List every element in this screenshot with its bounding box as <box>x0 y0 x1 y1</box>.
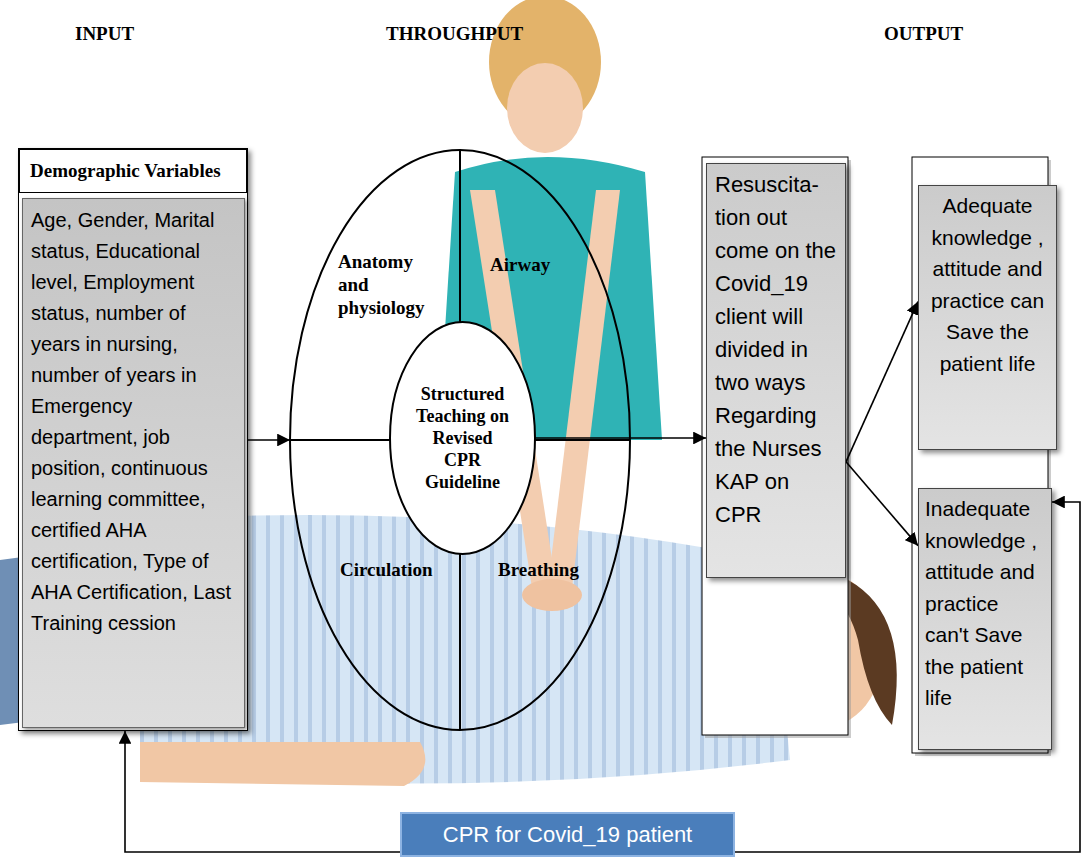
throughput-ellipse: Anatomy and physiology AirwayCirculation B… <box>290 150 630 730</box>
process-box: Resuscita- tion out come on the Covid_19… <box>706 163 846 578</box>
variable-list: Age, Gender, Marital status, Educational… <box>22 198 245 728</box>
box-text: Adequate knowledge , attitude and practi… <box>925 190 1050 379</box>
column-heading: INPUT <box>75 22 134 45</box>
box-text: Resuscita- tion out come on the Covid_19… <box>715 168 837 531</box>
column-heading: THROUGHPUT <box>386 22 523 45</box>
output-box: Inadequate knowledge , attitude and prac… <box>918 488 1052 750</box>
quadrant-label: Breathing <box>498 558 602 581</box>
column-heading: OUTPUT <box>884 22 963 45</box>
ellipse-shape <box>290 150 630 730</box>
rescuer-arm <box>548 190 620 588</box>
teaching-ellipse: Structured Teaching on Revised CPR Guide… <box>390 322 535 554</box>
outcome-frame <box>702 157 848 735</box>
flow-arrow <box>846 462 918 546</box>
output-box: Adequate knowledge , attitude and practi… <box>918 185 1057 450</box>
banner-text: CPR for Covid_19 patient <box>443 822 692 848</box>
box-text: Inadequate knowledge , attitude and prac… <box>925 493 1045 714</box>
rescuer-hands <box>522 579 582 611</box>
quadrant-label: Circulation <box>340 558 452 581</box>
flow-arrow <box>125 731 400 852</box>
flow-arrow <box>535 437 706 439</box>
banner-box: CPR for Covid_19 patient <box>400 812 735 857</box>
input-box: Demographic VariablesAge, Gender, Marita… <box>18 148 248 731</box>
patient-arm <box>140 742 425 786</box>
quadrant-label: Anatomy and physiology <box>338 250 446 319</box>
rescuer-face <box>507 63 583 153</box>
flow-arrow <box>248 439 290 441</box>
ellipse-shape <box>390 322 535 554</box>
quadrant-label: Airway <box>490 253 580 276</box>
box-heading: Demographic Variables <box>19 149 247 193</box>
ellipse-label: Structured Teaching on Revised CPR Guide… <box>415 383 511 493</box>
flow-arrow <box>846 302 918 462</box>
